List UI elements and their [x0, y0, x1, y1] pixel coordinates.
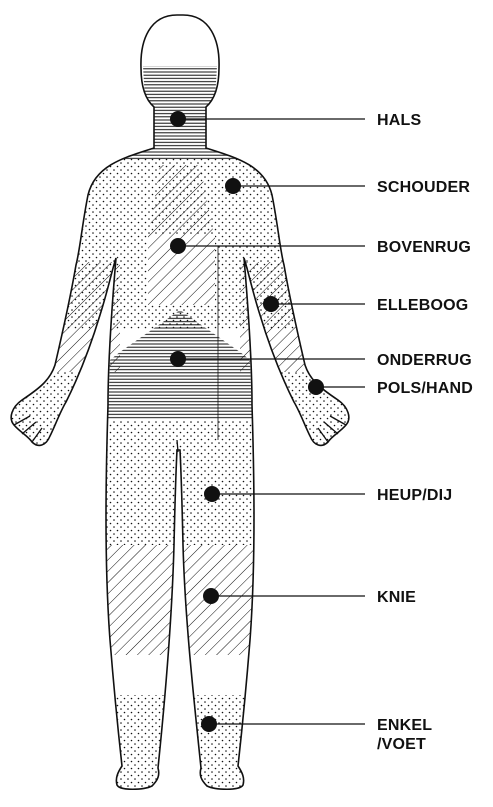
label-bovenrug[interactable]: BOVENRUG — [377, 239, 471, 256]
ankle-foot-marker-icon[interactable] — [201, 716, 217, 732]
label-hals[interactable]: HALS — [377, 112, 421, 129]
elbow-region-fill-left — [40, 262, 120, 372]
body-fill-patterns — [0, 66, 360, 800]
hip-thigh-region-fill — [100, 420, 260, 545]
label-heup-dij[interactable]: HEUP/DIJ — [377, 487, 452, 504]
elbow-marker-icon[interactable] — [263, 296, 279, 312]
shoulder-marker-icon[interactable] — [225, 178, 241, 194]
lower-back-marker-icon[interactable] — [170, 351, 186, 367]
ankle-foot-region-fill — [100, 695, 260, 800]
upper-back-marker-icon[interactable] — [170, 238, 186, 254]
label-enkel[interactable]: ENKEL — [377, 717, 432, 734]
label-voet[interactable]: /VOET — [377, 736, 426, 753]
label-elleboog[interactable]: ELLEBOOG — [377, 297, 468, 314]
knee-marker-icon[interactable] — [203, 588, 219, 604]
elbow-region-fill-right — [240, 262, 320, 372]
hip-thigh-marker-icon[interactable] — [204, 486, 220, 502]
label-pols-hand[interactable]: POLS/HAND — [377, 380, 473, 397]
wrist-hand-marker-icon[interactable] — [308, 379, 324, 395]
neck-marker-icon[interactable] — [170, 111, 186, 127]
label-schouder[interactable]: SCHOUDER — [377, 179, 470, 196]
label-knie[interactable]: KNIE — [377, 589, 416, 606]
knee-region-fill — [100, 545, 260, 655]
label-onderrug[interactable]: ONDERRUG — [377, 352, 472, 369]
region-labels: HALS SCHOUDER BOVENRUG ELLEBOOG ONDERRUG… — [377, 112, 473, 753]
